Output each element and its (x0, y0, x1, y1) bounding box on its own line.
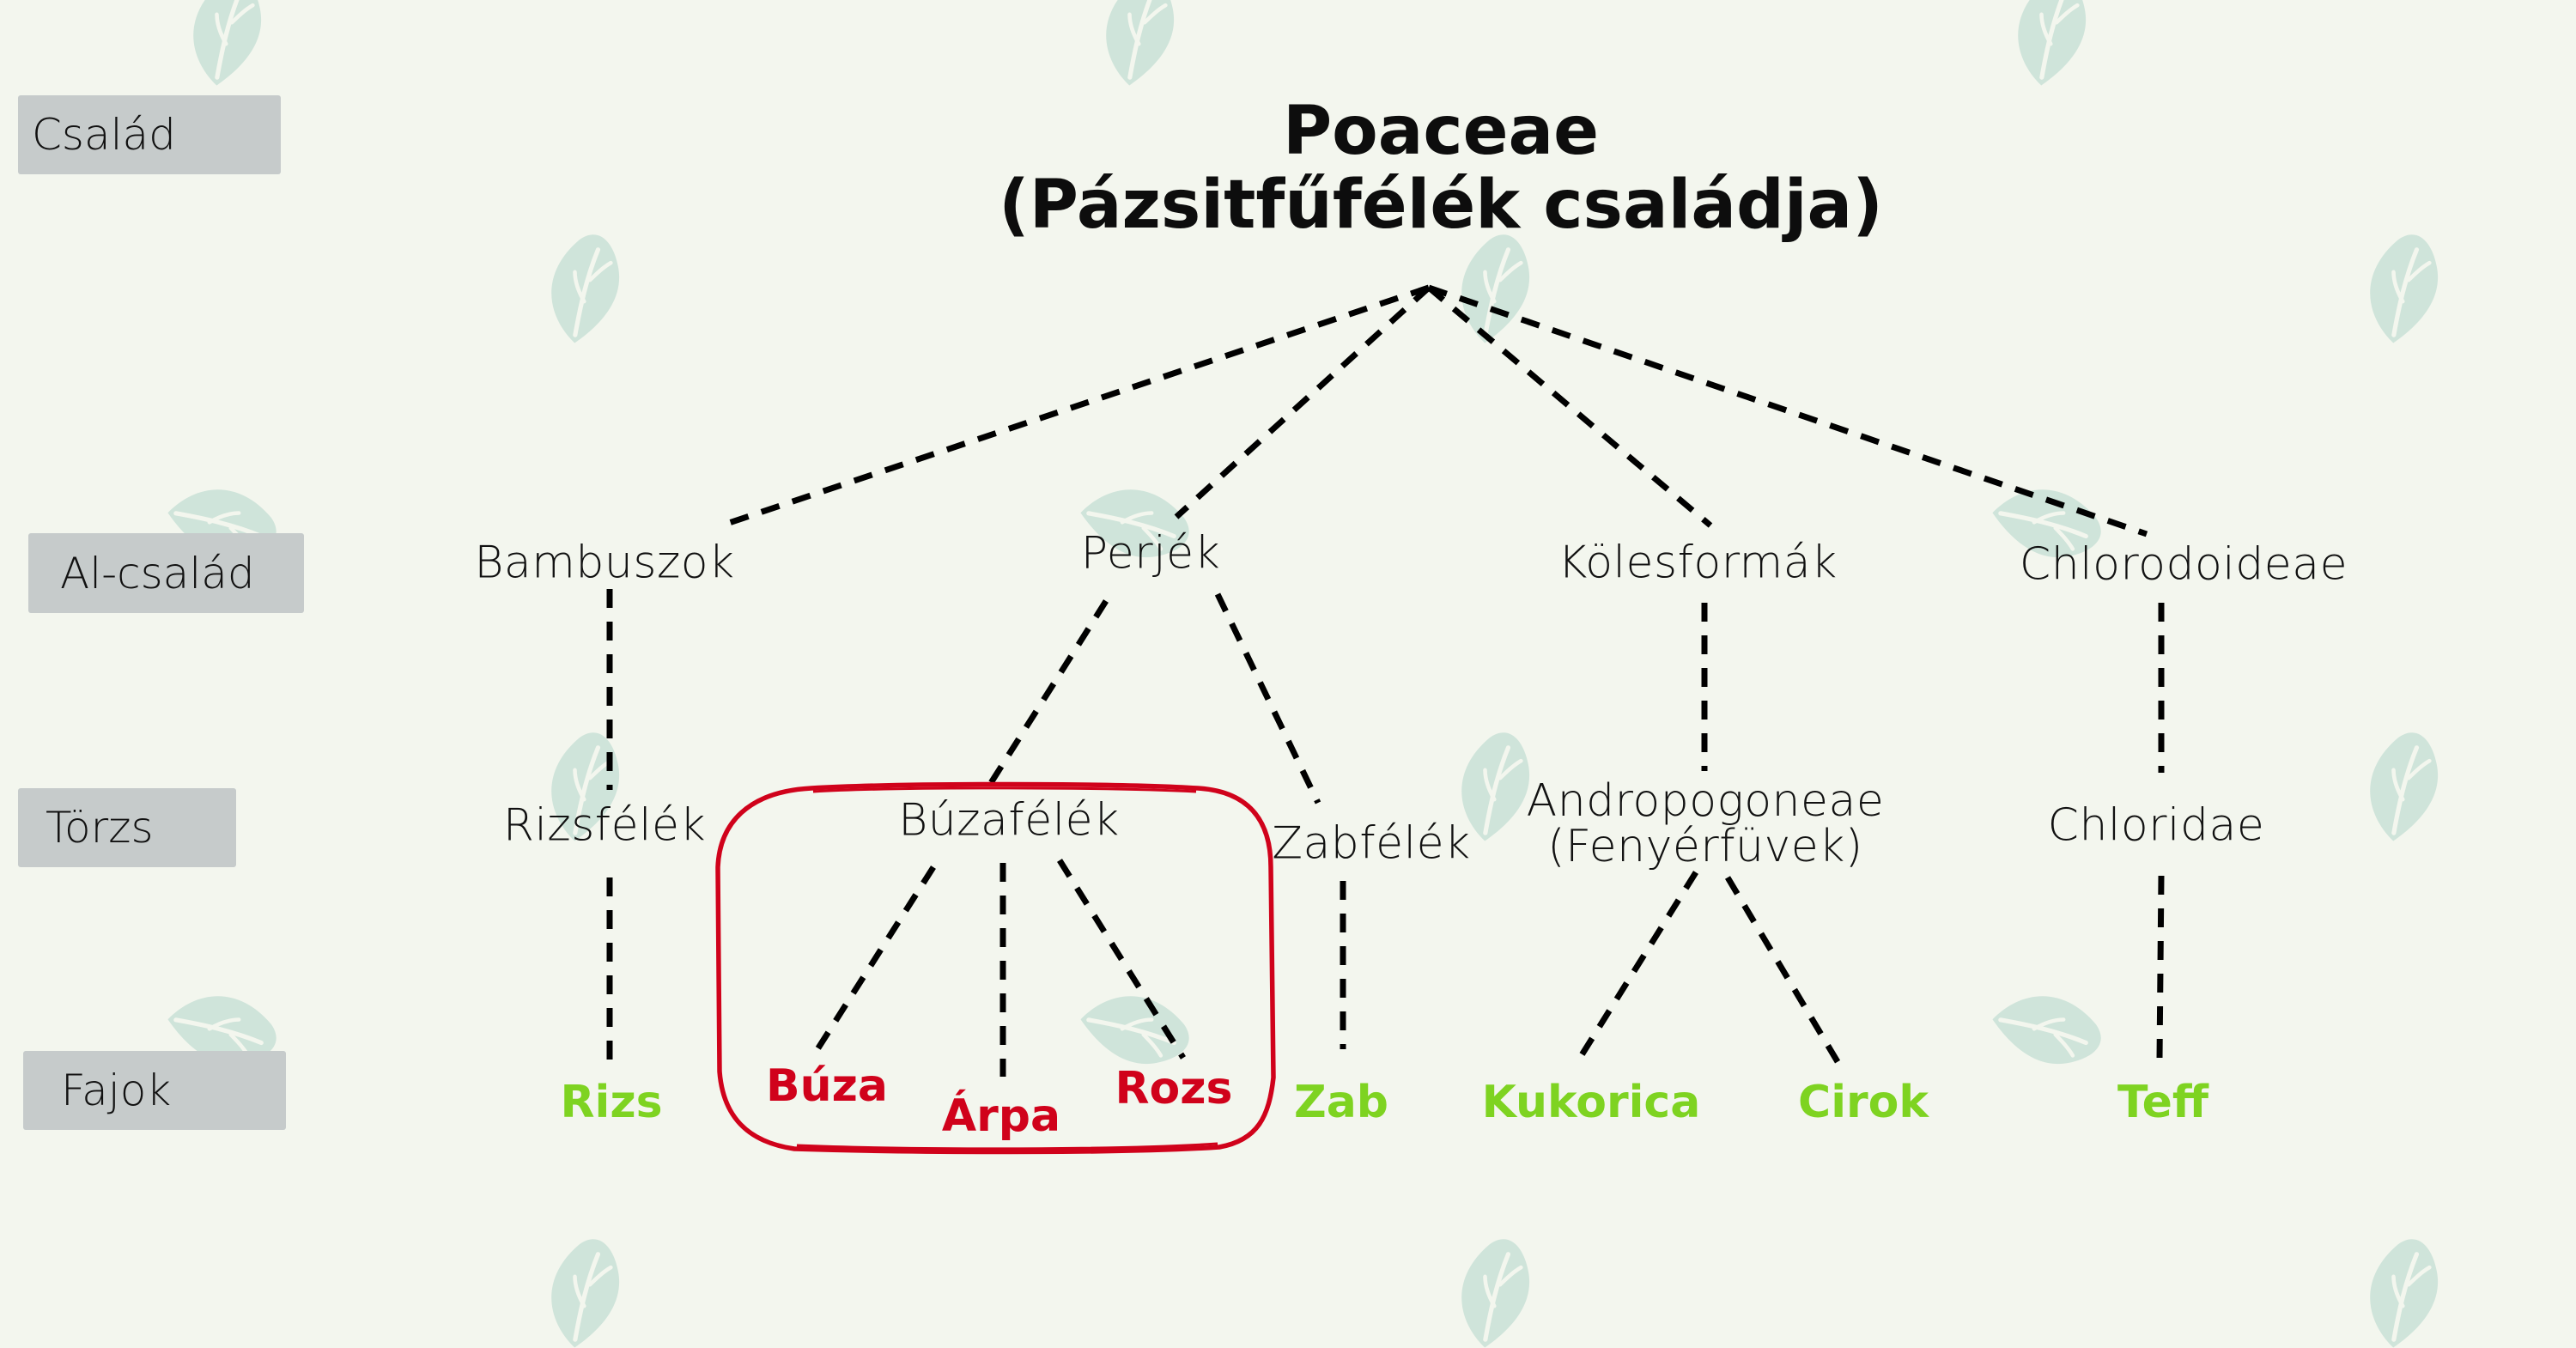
leaf-icon (167, 0, 279, 86)
subfamily-node-chlorodoideae: Chlorodoideae (2019, 538, 2348, 591)
leaf-icon (526, 232, 637, 343)
species-cirok: Cirok (1798, 1077, 1929, 1128)
rank-label-subfamily: Al-család (28, 533, 304, 613)
diagram-title: Poaceae (Pázsitfűfélék családja) (999, 94, 1883, 242)
leaf-icon (1992, 0, 2104, 86)
rank-label-text: Törzs (46, 803, 154, 853)
leaf-icon (2344, 232, 2456, 343)
edge-root-kolesformak (1426, 285, 1713, 528)
title-line-2: (Pázsitfűfélék családja) (999, 167, 1883, 244)
rank-label-text: Család (32, 110, 176, 160)
edge-root-bambuszok (720, 284, 1431, 529)
edge-perjek-zabfelek (1214, 592, 1321, 805)
rank-label-text: Fajok (61, 1066, 172, 1115)
leaf-icon (526, 730, 637, 841)
tribe-node-chloridae: Chloridae (2047, 799, 2265, 852)
rank-label-family: Család (18, 95, 281, 174)
tribe-node-rizsfelek: Rizsfélék (502, 799, 707, 852)
edge-andropogoneae-cirok (1724, 876, 1845, 1071)
leaf-icon (1436, 232, 1547, 343)
edge-buzafelek-rozs (1057, 859, 1186, 1060)
edge-buzafelek-buza (811, 865, 936, 1058)
rank-label-text: Al-család (60, 548, 255, 598)
leaf-icon (1992, 970, 2104, 1082)
species-zab: Zab (1293, 1077, 1389, 1128)
species-buza: Búza (765, 1060, 889, 1112)
subfamily-node-bambuszok: Bambuszok (474, 537, 735, 589)
rank-label-tribe: Törzs (18, 788, 236, 867)
tribe-node-andropogoneae: Andropogoneae (Fenyérfüvek) (1526, 774, 1885, 872)
species-rozs: Rozs (1115, 1063, 1233, 1114)
leaf-icon (1080, 970, 1192, 1082)
species-kukorica: Kukorica (1481, 1077, 1701, 1128)
edge-perjek-buzafelek (987, 599, 1109, 787)
leaf-icon (2344, 730, 2456, 841)
tree-connectors (606, 284, 2165, 1155)
subfamily-node-kolesformak: Kölesformák (1558, 537, 1838, 589)
highlight-box (715, 781, 1276, 1155)
tribe-name-line-2: (Fenyérfüvek) (1547, 821, 1863, 872)
leaf-icon (1436, 730, 1547, 841)
edge-root-perjek (1174, 285, 1431, 519)
subfamily-node-perjek: Perjék (1080, 527, 1221, 580)
species-arpa: Árpa (941, 1090, 1061, 1142)
leaf-icon (1080, 0, 1192, 86)
tribe-name-line-1: Andropogoneae (1526, 774, 1885, 827)
title-line-1: Poaceae (1282, 93, 1600, 170)
edge-andropogoneae-kukorica (1577, 871, 1698, 1060)
tribe-node-zabfelek: Zabfélék (1272, 817, 1471, 870)
species-teff: Teff (2117, 1077, 2208, 1128)
edge-chloridae-teff (2156, 875, 2165, 1060)
species-rizs: Rizs (560, 1077, 663, 1128)
tribe-node-buzafelek: Búzafélék (898, 794, 1120, 847)
leaf-icon (1080, 464, 1192, 575)
edge-root-chlorodoideae (1427, 284, 2148, 537)
leaf-icon (1992, 464, 2104, 575)
rank-label-species: Fajok (23, 1051, 286, 1130)
